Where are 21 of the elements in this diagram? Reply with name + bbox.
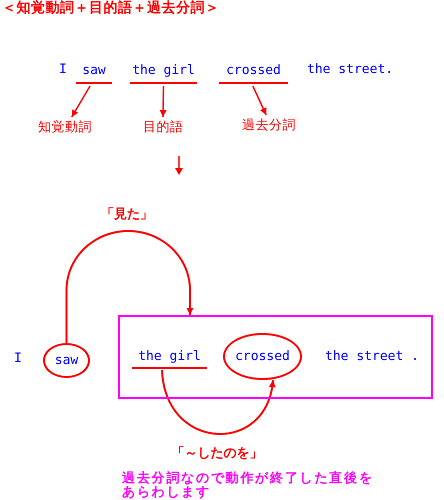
- underlined-word: saw: [76, 59, 112, 84]
- sentence-word: the street.: [307, 61, 394, 78]
- underlined-word: the girl: [132, 345, 207, 369]
- arrow: [66, 230, 194, 343]
- arrow: [160, 86, 167, 118]
- underlined-word: crossed: [219, 59, 288, 84]
- sentence-word: the street .: [322, 347, 422, 365]
- circled-word: crossed: [223, 333, 302, 380]
- underlined-word: the girl: [130, 59, 197, 84]
- title-text: ＜知覚動詞＋目的語＋過去分詞＞: [2, 0, 220, 16]
- circled-word: saw: [43, 343, 90, 378]
- sentence-word: I: [59, 61, 67, 78]
- highlight-frame: [118, 315, 433, 399]
- arrow: [71, 86, 91, 118]
- arrow: [161, 370, 276, 435]
- note-text: 過去分詞なので動作が終了した直後をあらわします: [122, 472, 375, 500]
- arrow: [252, 86, 267, 116]
- category-label: 目的語: [142, 118, 184, 135]
- category-label: 過去分詞: [241, 116, 297, 133]
- sentence-word: I: [14, 350, 22, 367]
- category-label: 知覚動詞: [37, 118, 93, 135]
